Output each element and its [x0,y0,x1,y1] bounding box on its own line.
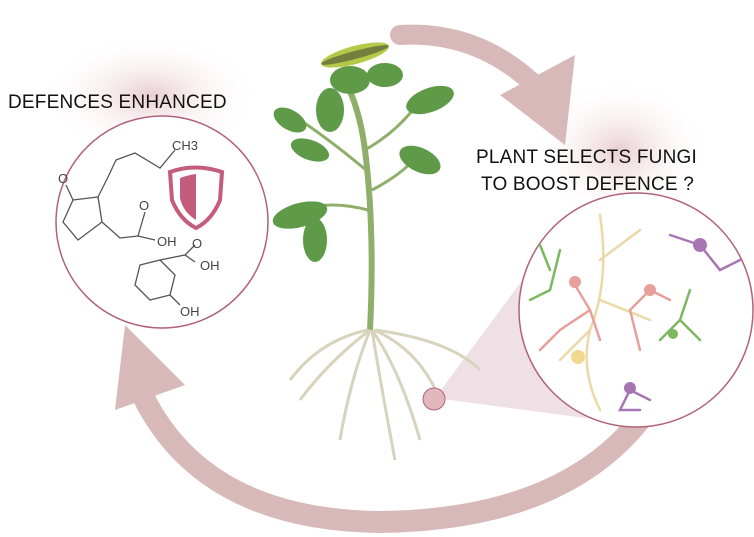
acid-oh-label: OH [157,234,177,249]
ketone-o-label: O [58,171,68,186]
fungal-spores [569,238,707,394]
plant-illustration [272,42,482,461]
cycle-arrow-top [390,24,575,145]
roots [288,328,482,461]
defence-circle [55,115,269,329]
plant-selects-fungi-label: PLANT SELECTS FUNGI [476,147,697,168]
cycle-arrow-bottom [115,325,651,534]
salicylic-acid-structure [134,244,196,306]
fungi-circle [518,192,754,428]
salicylic-o-label: O [192,236,202,251]
defences-enhanced-label: DEFENCES ENHANCED [8,92,227,113]
boost-defence-label: TO BOOST DEFENCE ? [481,174,694,195]
jasmonic-acid-structure [62,149,176,241]
caterpillar-icon [321,42,389,68]
shield-icon [167,165,225,231]
acid-o-label: O [139,198,149,213]
methyl-label: CH3 [172,138,198,153]
salicylic-oh-label: OH [200,258,220,273]
glow [530,80,710,220]
root-zoom-marker [422,387,446,411]
phenol-oh-label: OH [180,304,200,319]
